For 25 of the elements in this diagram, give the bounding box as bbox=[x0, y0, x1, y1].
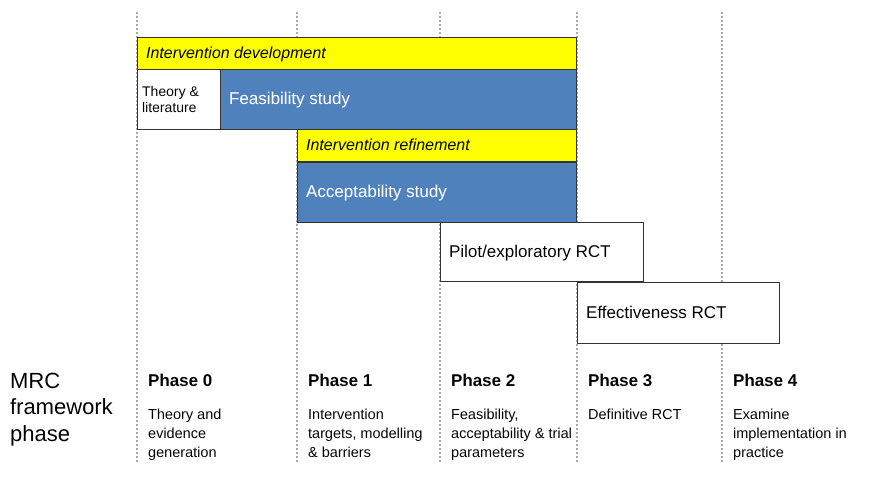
phase-banner bbox=[297, 129, 577, 162]
box-label: Feasibility study bbox=[229, 90, 350, 109]
study-box bbox=[297, 162, 577, 223]
box-label: Acceptability study bbox=[306, 183, 447, 202]
phase-heading: Phase 4 bbox=[733, 370, 798, 392]
phase-heading: Phase 0 bbox=[148, 370, 214, 392]
phase-heading: Phase 1 bbox=[308, 370, 374, 392]
phase-description: Feasibility, acceptability & trial parameters bbox=[451, 406, 573, 463]
box-label: Effectiveness RCT bbox=[586, 304, 726, 322]
box-label: Intervention refinement bbox=[306, 136, 470, 154]
phase-description: Theory and evidence generation bbox=[148, 406, 222, 463]
phase-description: Intervention targets, modelling & barriers bbox=[308, 406, 424, 463]
phase-heading: Phase 2 bbox=[451, 370, 516, 392]
box-label: Intervention development bbox=[146, 44, 326, 62]
phase-description: Examine implementation in practice bbox=[733, 406, 848, 463]
framework-label: MRC framework phase bbox=[10, 368, 114, 448]
phase-banner bbox=[137, 37, 577, 70]
box-label: Pilot/exploratory RCT bbox=[449, 242, 611, 262]
stage-box bbox=[137, 69, 221, 130]
phase-heading: Phase 3 bbox=[588, 370, 654, 392]
study-box bbox=[220, 69, 577, 130]
phase-description: Definitive RCT bbox=[588, 406, 682, 425]
box-label: Theory & literature bbox=[142, 84, 200, 115]
stage-box bbox=[440, 222, 644, 282]
stage-box bbox=[577, 282, 780, 344]
